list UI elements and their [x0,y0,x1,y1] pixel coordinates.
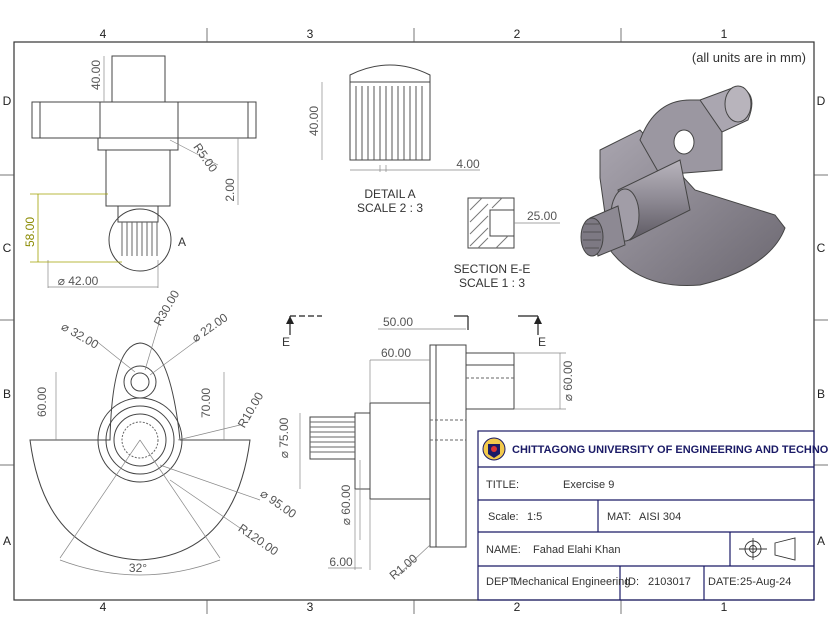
dim-sec-25: 25.00 [527,209,557,223]
dim-r10: R10.00 [235,389,267,430]
dept-value: Mechanical Engineering [513,576,630,588]
dim-front-60: 60.00 [35,387,49,417]
material-label: MAT: [607,511,631,523]
scale-value: 1:5 [527,511,542,523]
section-marker-left: E [282,335,290,349]
dim-r120: R120.00 [236,521,281,559]
side-view-dims [299,328,566,576]
dim-r1: R1.00 [387,551,421,583]
title-value: Exercise 9 [563,479,614,491]
dim-detail-40: 40.00 [307,106,321,136]
detail-a-view [349,64,431,161]
section-arrow-right [534,316,542,324]
detail-a-title: DETAIL A [364,187,415,201]
zone-row-c-left: C [3,241,12,255]
dim-r30: R30.00 [151,287,183,328]
zone-col-4-bottom: 4 [100,600,107,614]
dim-side-60: 60.00 [381,346,411,360]
dim-2: 2.00 [223,178,237,202]
detail-a-marker: A [178,235,186,249]
section-arrow-left [286,316,294,324]
section-ee-title: SECTION E-E [454,262,531,276]
id-value: 2103017 [648,576,691,588]
section-cut-lines [289,315,539,335]
dim-58: 58.00 [23,217,37,247]
dim-side-50: 50.00 [383,315,413,329]
isometric-part [580,85,786,287]
dim-dia75: ⌀ 75.00 [277,417,291,458]
section-ee-view [467,197,515,249]
title-block [477,430,815,601]
zone-row-b-right: B [817,387,825,401]
dim-r5: R5.00 [190,141,220,176]
zone-col-1-top: 1 [721,27,728,41]
zone-row-d-right: D [817,94,826,108]
zone-col-3-bottom: 3 [307,600,314,614]
zone-ticks [0,28,828,614]
id-label: ID: [625,576,639,588]
material-value: AISI 304 [639,511,681,523]
dim-angle-32: 32° [129,561,147,575]
zone-col-2-top: 2 [514,27,521,41]
zone-col-2-bottom: 2 [514,600,521,614]
section-ee-scale: SCALE 1 : 3 [459,276,525,290]
zone-row-a-right: A [817,534,825,548]
zone-col-1-bottom: 1 [721,600,728,614]
top-view-dims [47,56,239,288]
zone-row-c-right: C [817,241,826,255]
title-label: TITLE: [486,479,519,491]
dim-70: 70.00 [199,388,213,418]
name-label: NAME: [486,544,521,556]
dim-dia60-low: ⌀ 60.00 [339,484,353,525]
date-value: 25-Aug-24 [740,576,791,588]
side-view [309,344,515,548]
top-view [31,55,257,272]
university-logo [482,437,506,461]
dim-detail-4: 4.00 [456,157,480,171]
detail-a-dims [321,82,480,172]
dim-dia60-right: ⌀ 60.00 [561,360,575,401]
university-name: CHITTAGONG UNIVERSITY OF ENGINEERING AND… [512,444,828,456]
dim-dia95: ⌀ 95.00 [258,486,300,521]
dim-dia42: ⌀ 42.00 [58,274,99,288]
units-note: (all units are in mm) [692,50,806,65]
front-view [29,342,251,561]
projection-symbol-icon [739,537,796,561]
zone-row-a-left: A [3,534,11,548]
dim-6: 6.00 [329,555,353,569]
zone-col-4-top: 4 [100,27,107,41]
height-58-dim-lines [30,193,122,263]
zone-row-b-left: B [3,387,11,401]
section-marker-right: E [538,335,546,349]
dept-label: DEPT: [486,576,517,588]
dim-dia22: ⌀ 22.00 [189,310,231,345]
zone-col-3-top: 3 [307,27,314,41]
date-label: DATE: [708,576,740,588]
name-value: Fahad Elahi Khan [533,544,620,556]
detail-a-scale: SCALE 2 : 3 [357,201,423,215]
scale-label: Scale: [488,511,519,523]
dim-top-40: 40.00 [89,60,103,90]
dim-dia32: ⌀ 32.00 [59,319,101,352]
front-view-dims [55,319,261,576]
zone-row-d-left: D [3,94,12,108]
